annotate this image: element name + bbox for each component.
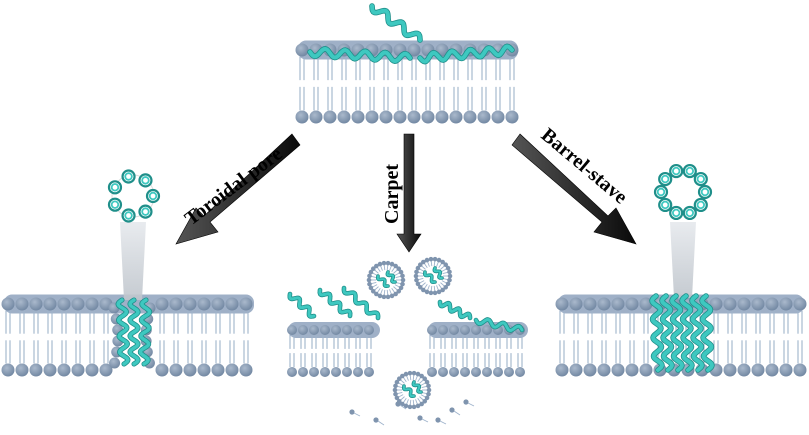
alpha-helix-icon xyxy=(432,266,444,280)
arrow-toroidal xyxy=(175,133,301,245)
membrane-carpet-left xyxy=(287,322,380,377)
alpha-helix-icon xyxy=(423,270,437,284)
alpha-helix-icon xyxy=(287,291,317,319)
alpha-helix-icon xyxy=(669,293,685,373)
free-lipid xyxy=(395,401,407,410)
arrow-carpet xyxy=(396,133,422,253)
membrane-carpet-right xyxy=(427,322,528,377)
micelle-1 xyxy=(366,260,406,300)
alpha-helix-icon xyxy=(659,293,675,373)
pore-ring-toroidal xyxy=(107,169,161,223)
alpha-helix-icon xyxy=(317,287,353,319)
alpha-helix-icon xyxy=(127,297,141,367)
micelle-2 xyxy=(413,256,453,296)
free-lipid xyxy=(449,407,461,416)
alpha-helix-icon xyxy=(385,270,397,284)
alpha-helix-icon xyxy=(115,297,131,367)
alpha-helix-icon xyxy=(699,293,715,373)
alpha-helix-icon xyxy=(649,293,665,373)
alpha-helix-icon xyxy=(341,285,381,321)
zoom-cone xyxy=(120,222,146,300)
free-lipid xyxy=(373,417,385,426)
alpha-helix-icon xyxy=(437,299,473,321)
alpha-helix-icon xyxy=(689,293,705,373)
alpha-helix-icon xyxy=(402,384,416,398)
label-toroidal-pore: Toroidal pore xyxy=(181,143,287,230)
arrow-barrel xyxy=(511,133,637,245)
label-carpet: Carpet xyxy=(381,164,403,224)
free-lipid xyxy=(435,417,447,425)
alpha-helix-icon xyxy=(411,380,423,394)
free-lipid xyxy=(349,409,361,417)
alpha-helix-icon xyxy=(417,43,515,65)
zoom-cone xyxy=(670,222,696,298)
alpha-helix-icon xyxy=(473,317,525,333)
alpha-helix-icon xyxy=(679,293,695,373)
alpha-helix-icon xyxy=(369,3,423,43)
alpha-helix-icon xyxy=(307,46,413,64)
free-lipid xyxy=(417,415,429,423)
free-lipid xyxy=(463,399,475,407)
pore-ring-barrel-stave xyxy=(653,163,713,221)
micelle-3 xyxy=(392,370,432,410)
alpha-helix-icon xyxy=(376,274,390,288)
alpha-helix-icon xyxy=(137,297,153,367)
